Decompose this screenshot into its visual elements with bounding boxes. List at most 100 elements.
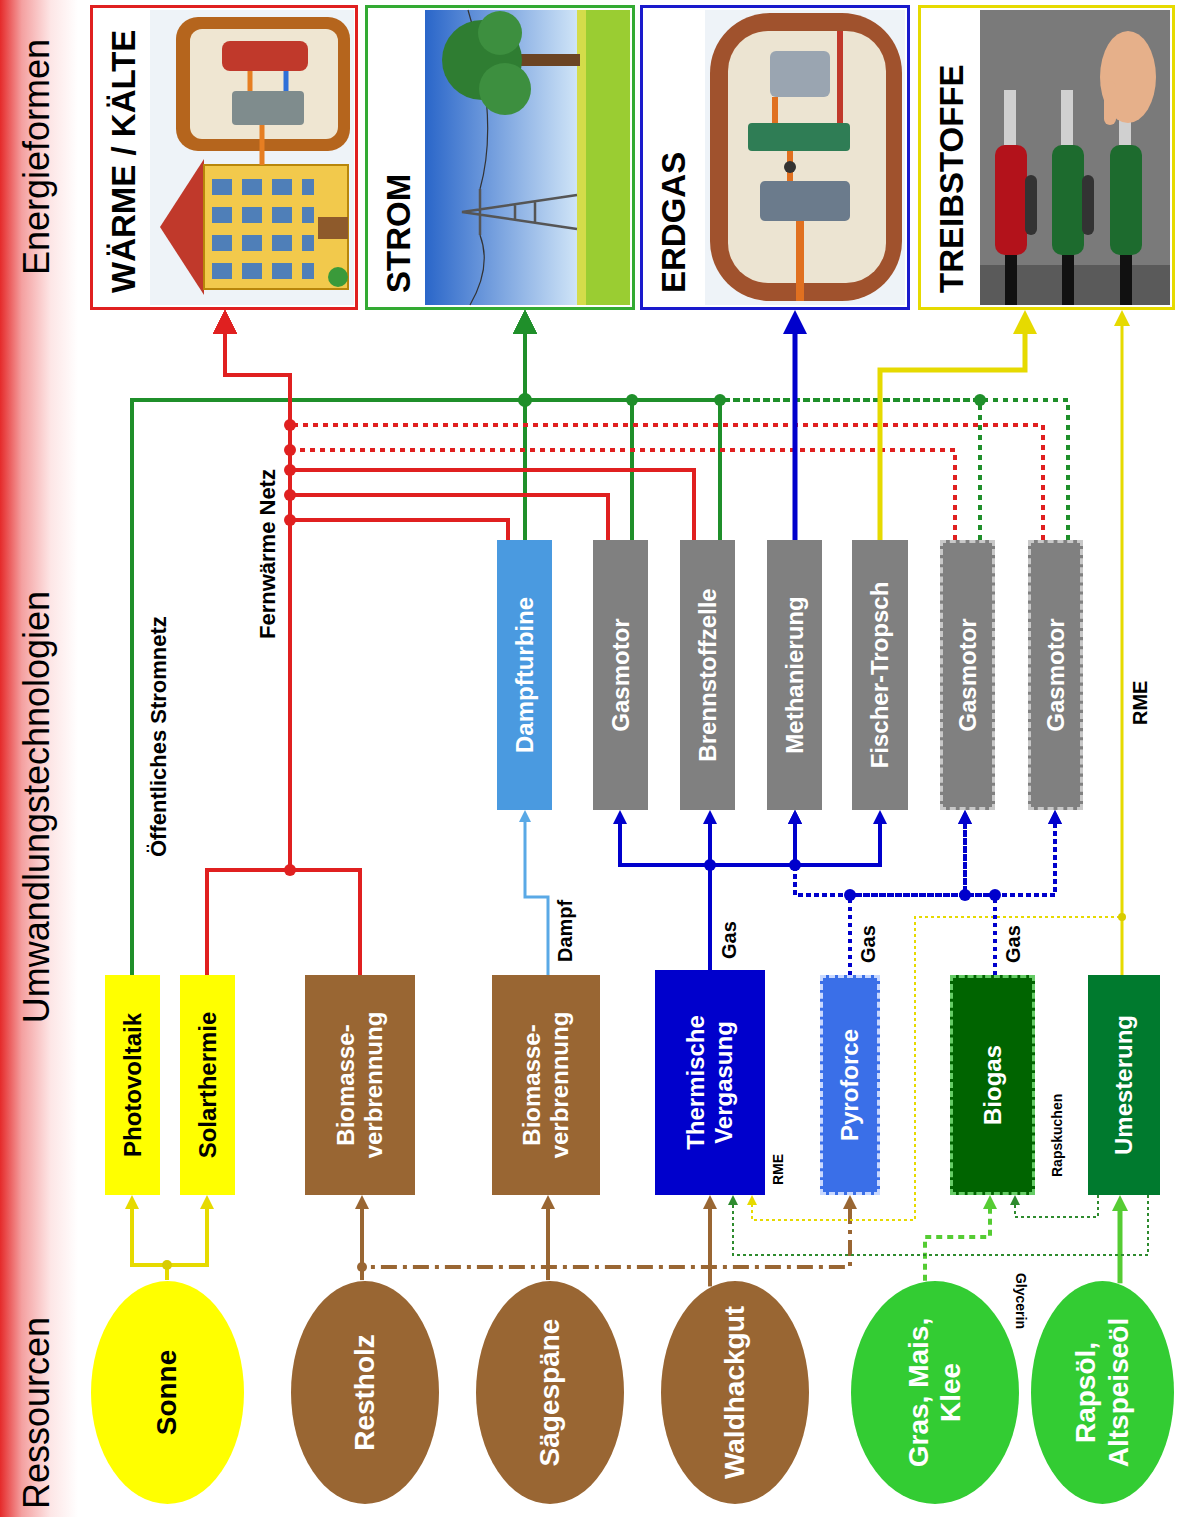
node-text: Gasmotor [954,618,982,731]
node-text: Dampfturbine [511,597,539,753]
illustration-part [328,267,348,287]
illustration-part [844,889,856,901]
edge-label: Dampf [554,898,577,964]
resource-ellipse: Rapsöl, Altspeiseöl [1030,1280,1175,1505]
connector [225,324,955,540]
resource-ellipse: Waldhackgut [660,1280,810,1505]
connector [525,324,632,540]
illustration-part [284,514,296,526]
connector [752,917,1122,1220]
illustration-part [190,29,338,139]
connector [710,818,795,970]
illustration-part [705,10,905,305]
ellipse-fill [291,1281,439,1504]
gas-illustration [705,10,905,305]
illustration-part [204,165,348,289]
resource-ellipse: Sägespäne [475,1280,625,1505]
node-text: Methanierung [781,596,809,753]
illustration-part [959,889,971,901]
resource-ellipse: Sonne [90,1280,245,1505]
energy-form-box: TREIBSTOFFE [918,5,1175,310]
connector [1121,320,1124,975]
column-heading: Umwandlungstechnologien [16,591,57,1023]
illustration-part [479,63,531,115]
connector [167,1203,207,1280]
power-illustration [425,10,630,305]
connector [620,818,710,970]
connector [362,1203,850,1280]
connector [132,324,525,975]
illustration-part [357,1262,367,1272]
column-heading: Ressourcen [16,1317,57,1509]
node-text: Restholz [349,1334,381,1451]
ellipse-fill [476,1281,624,1504]
illustration-part [1011,253,1126,305]
illustration-part [232,91,304,125]
illustration-part [789,859,801,871]
connector [132,1203,167,1280]
connector [525,324,980,540]
column-heading: Energieformen [16,39,57,275]
illustration-part [284,864,296,876]
illustration-part [318,217,348,239]
illustration-part [1110,145,1142,255]
connector [207,324,290,975]
node-text: Fischer-Tropsch [866,582,894,769]
illustration-part [974,394,986,406]
technology-box: Biomasse- verbrennung [492,975,600,1195]
technology-box: Photovoltaik [105,975,160,1195]
node-text: Waldhackgut [719,1306,751,1479]
connector [225,324,694,540]
node-text: Pyroforce [836,1029,864,1141]
node-text: Sonne [151,1350,183,1436]
connector [225,324,1043,540]
ellipse-fill [851,1281,1019,1504]
illustration-part [208,171,314,283]
illustration-part [250,71,262,165]
illustration-part [1104,81,1116,125]
illustration-part [1004,90,1016,145]
technology-box: Thermische Vergasung [655,970,765,1195]
connector [1118,1205,1123,1284]
connector [225,324,608,540]
illustration-part [1061,90,1073,145]
illustration-part [1052,145,1084,255]
illustration-part [162,1260,172,1270]
node-text: Rapsöl, Altspeiseöl [1070,1302,1134,1483]
node-text: Gasmotor [1042,618,1070,731]
energy-form-box: STROM [365,5,635,310]
illustration-part [710,13,902,301]
illustration-part [770,51,830,97]
node-text: Brennstoffzelle [694,588,722,761]
technology-box: Gasmotor [1028,540,1083,810]
illustration-part [462,189,577,235]
node-text: STROM [380,22,418,293]
illustration-part [284,464,296,476]
node-text: Umesterung [1110,1015,1138,1155]
node-text: Gasmotor [607,618,635,731]
technology-box: Umesterung [1088,975,1160,1195]
connector [995,818,1055,975]
heat-illustration [150,10,354,305]
technology-box: Solarthermie [180,975,235,1195]
illustration-part [626,394,638,406]
illustration-part [796,221,804,301]
illustration-part [1025,175,1037,235]
edge-label: RME [1129,679,1152,727]
connector [795,818,995,975]
technology-box: Gasmotor [940,540,995,810]
connector [525,324,720,540]
illustration-part [478,11,522,55]
illustration-part [980,10,1170,305]
node-text: Photovoltaik [119,1013,147,1157]
fuel-illustration [980,10,1170,305]
edge-label: Gas [718,919,741,961]
illustration-part [284,71,289,91]
resource-ellipse: Gras, Mais, Klee [850,1280,1020,1505]
technology-box: Dampfturbine [497,540,552,810]
edge-label: Gas [1002,923,1025,965]
ellipse-fill [1031,1281,1174,1504]
